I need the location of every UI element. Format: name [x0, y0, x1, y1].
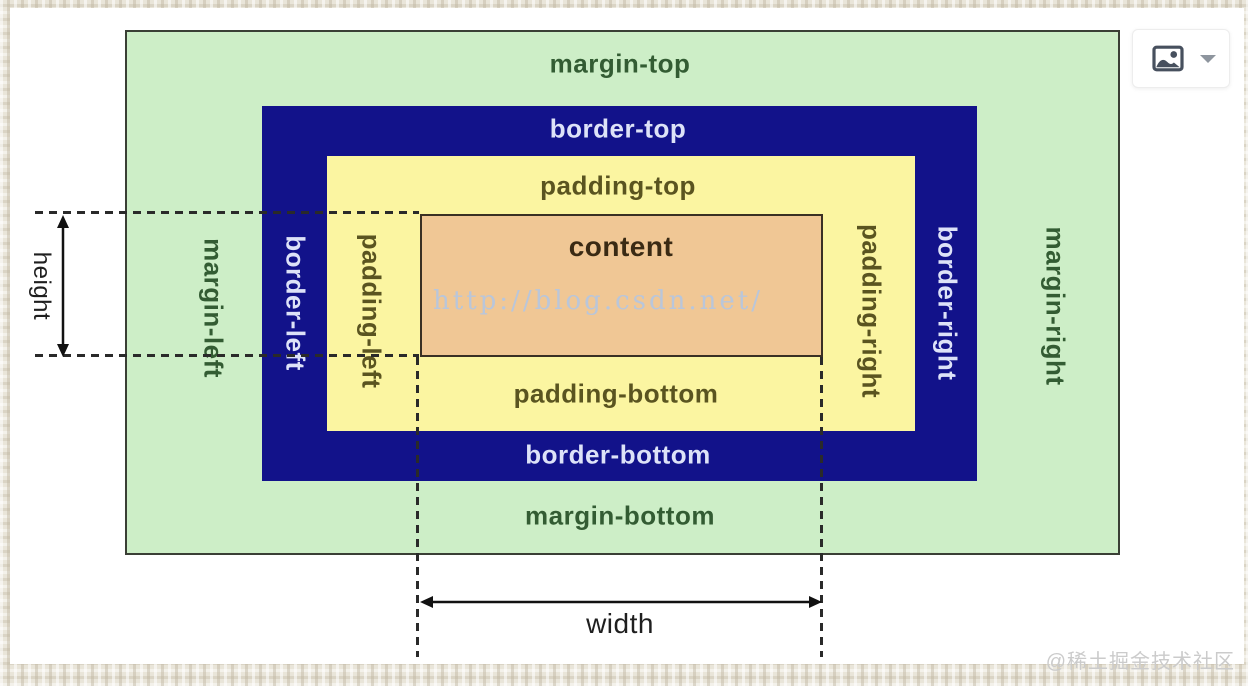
padding-right-label: padding-right: [856, 223, 887, 399]
caret-down-icon[interactable]: [1200, 54, 1216, 63]
width-label: width: [586, 608, 654, 639]
border-right-label: border-right: [932, 225, 963, 381]
margin-bottom-label: margin-bottom: [525, 500, 715, 531]
community-watermark: @稀土掘金技术社区: [1045, 651, 1235, 673]
margin-right-label: margin-right: [1040, 226, 1071, 386]
csdn-watermark: http://blog.csdn.net/: [433, 286, 763, 316]
height-guide-top-line: [35, 211, 419, 214]
width-arrow: [420, 596, 822, 608]
height-arrow: [57, 215, 69, 357]
border-top-label: border-top: [549, 113, 687, 144]
padding-bottom-label: padding-bottom: [513, 378, 719, 409]
image-icon: [1152, 45, 1184, 72]
image-tool-button[interactable]: [1132, 29, 1230, 88]
width-guide-left-line: [416, 357, 419, 657]
height-guide-bottom-line: [35, 354, 419, 357]
width-guide-right-line: [820, 357, 823, 657]
padding-left-label: padding-left: [356, 233, 387, 389]
content-box: [420, 214, 823, 357]
content-label: content: [568, 231, 674, 262]
padding-top-label: padding-top: [540, 170, 696, 201]
height-label: height: [28, 251, 55, 321]
margin-top-label: margin-top: [549, 48, 691, 79]
border-left-label: border-left: [280, 235, 311, 371]
border-bottom-label: border-bottom: [525, 439, 711, 470]
